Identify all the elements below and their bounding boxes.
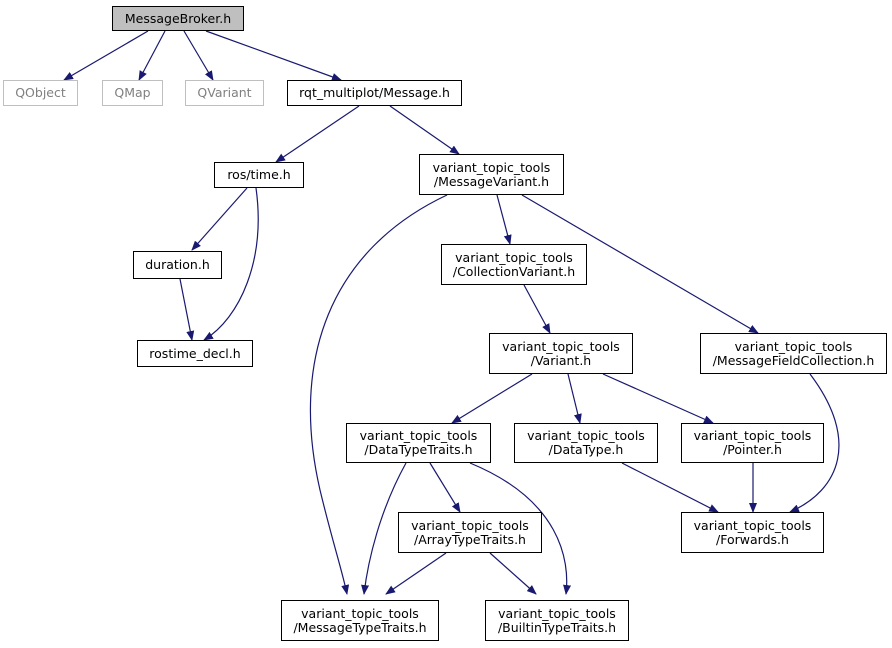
edge-datatypetraits-arraytypetraits — [429, 462, 461, 513]
node-label: rostime_decl.h — [149, 345, 241, 361]
node-label: MessageBroker.h — [124, 10, 232, 26]
edge-datatypetraits-builtintypetraits — [469, 462, 572, 595]
node-label-line-1: variant_topic_tools — [502, 338, 620, 354]
node-forwards[interactable]: variant_topic_tools /Forwards.h — [681, 512, 824, 553]
edge-datatype-forwards — [621, 462, 719, 513]
node-label-line-2: /ArrayTypeTraits.h — [414, 531, 526, 547]
edge-messagefieldcollection-forwards — [789, 373, 840, 513]
node-message-h[interactable]: rqt_multiplot/Message.h — [287, 80, 462, 106]
node-label-line-1: variant_topic_tools — [498, 605, 616, 621]
node-label: duration.h — [145, 257, 210, 272]
node-data-type[interactable]: variant_topic_tools /DataType.h — [514, 423, 658, 463]
node-label-line-2: /BuiltinTypeTraits.h — [497, 619, 617, 635]
edge-message-rostime — [275, 105, 360, 163]
node-label: ros/time.h — [227, 167, 291, 182]
node-label: QMap — [114, 85, 151, 100]
node-label-line-1: variant_topic_tools — [411, 517, 529, 533]
node-qvariant: QVariant — [185, 80, 264, 106]
node-label-line-2: /Pointer.h — [723, 442, 782, 457]
edge-duration-rostimedecl — [179, 278, 195, 341]
node-message-field-collection[interactable]: variant_topic_tools /MessageFieldCollect… — [700, 333, 887, 374]
node-duration[interactable]: duration.h — [133, 251, 222, 279]
edge-broker-qobject — [63, 30, 149, 81]
edge-arraytypetraits-messagetypetraits — [385, 552, 447, 595]
node-label-line-1: variant_topic_tools — [455, 249, 573, 265]
node-label-line-2: /Variant.h — [530, 352, 592, 368]
edge-rostime-duration — [191, 187, 248, 251]
edge-variant-pointer — [602, 373, 714, 424]
node-label-line-1: variant_topic_tools — [693, 428, 812, 443]
node-label-line-1: variant_topic_tools — [527, 428, 645, 443]
node-array-type-traits[interactable]: variant_topic_tools /ArrayTypeTraits.h — [398, 512, 542, 553]
edge-collectionvariant-variant — [523, 284, 551, 334]
edge-messagevariant-messagefieldcollection — [521, 194, 759, 334]
node-message-broker: MessageBroker.h — [112, 6, 244, 31]
node-builtin-type-traits[interactable]: variant_topic_tools /BuiltinTypeTraits.h — [485, 600, 629, 641]
edge-messagevariant-messagetypetraits — [309, 194, 448, 595]
edge-broker-qmap — [138, 30, 166, 81]
node-ros-time[interactable]: ros/time.h — [214, 162, 304, 188]
edge-datatypetraits-messagetypetraits — [361, 462, 407, 595]
edge-messagevariant-collectionvariant — [496, 194, 512, 245]
node-collection-variant[interactable]: variant_topic_tools /CollectionVariant.h — [441, 244, 587, 285]
edge-rostime-rostimedecl — [203, 187, 259, 341]
node-qobject: QObject — [3, 80, 78, 106]
node-label-line-1: variant_topic_tools — [734, 338, 853, 354]
node-label: rqt_multiplot/Message.h — [299, 85, 450, 100]
node-data-type-traits[interactable]: variant_topic_tools /DataTypeTraits.h — [346, 423, 491, 463]
edge-variant-datatypetraits — [451, 373, 533, 424]
edge-broker-message — [205, 30, 342, 81]
node-label-line-2: /DataTypeTraits.h — [364, 442, 473, 457]
node-label: QVariant — [197, 85, 252, 100]
node-label-line-2: /MessageTypeTraits.h — [293, 619, 427, 635]
edge-variant-datatype — [567, 373, 582, 424]
node-label-line-2: /MessageFieldCollection.h — [712, 352, 875, 368]
node-label-line-2: /DataType.h — [548, 442, 624, 457]
node-variant-h[interactable]: variant_topic_tools /Variant.h — [489, 333, 633, 374]
node-label-line-2: /Forwards.h — [716, 531, 789, 547]
edge-broker-qvariant — [183, 30, 214, 81]
edge-message-messagevariant — [389, 105, 460, 155]
node-label: QObject — [15, 85, 66, 100]
node-rostime-decl[interactable]: rostime_decl.h — [137, 340, 253, 367]
node-qmap: QMap — [102, 80, 163, 106]
node-label-line-1: variant_topic_tools — [359, 428, 478, 443]
node-pointer[interactable]: variant_topic_tools /Pointer.h — [681, 423, 824, 463]
node-message-variant[interactable]: variant_topic_tools /MessageVariant.h — [419, 154, 564, 195]
node-label-line-2: /CollectionVariant.h — [452, 263, 576, 279]
node-label-line-1: variant_topic_tools — [432, 159, 551, 175]
edge-arraytypetraits-builtintypetraits — [489, 552, 537, 595]
node-label-line-1: variant_topic_tools — [693, 517, 812, 533]
node-label-line-1: variant_topic_tools — [301, 605, 419, 621]
node-label-line-2: /MessageVariant.h — [433, 173, 550, 189]
node-message-type-traits[interactable]: variant_topic_tools /MessageTypeTraits.h — [281, 600, 439, 641]
